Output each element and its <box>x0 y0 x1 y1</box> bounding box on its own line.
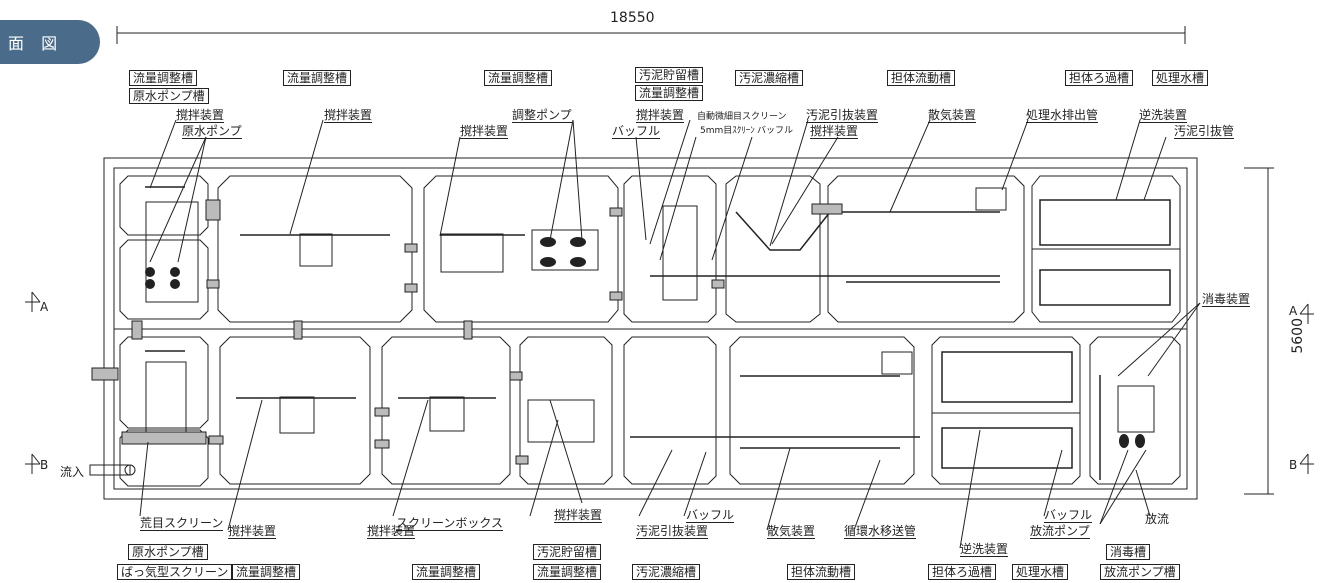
top-tank-label: 処理水槽 <box>1152 70 1209 86</box>
equipment-label: 汚泥引抜管 <box>1174 124 1235 139</box>
small-boxes <box>145 187 1155 443</box>
equipment-label: スクリーンボックス <box>396 516 504 531</box>
bottom-tank-label: 放流ポンプ槽 <box>1100 564 1180 580</box>
bottom-tank-label: 原水ポンプ槽 <box>128 544 208 560</box>
bottom-tank-label: 流量調整槽 <box>232 564 301 580</box>
outer-tank <box>103 157 1198 500</box>
equipment-label: 荒目スクリーン <box>140 516 224 531</box>
equipment-label: 処理水排出管 <box>1026 108 1099 123</box>
equipment-label: 撹拌装置 <box>460 124 509 139</box>
equipment-label: バッフル <box>612 124 661 139</box>
height-dimension: 5600 <box>1290 318 1306 354</box>
stirrer-bars <box>145 186 525 399</box>
equipment-label: 放流 <box>1145 512 1170 526</box>
equipment-label: 循環水移送管 <box>844 524 917 539</box>
equipment-label: 散気装置 <box>767 524 816 539</box>
equipment-label: 汚泥引抜装置 <box>806 108 879 123</box>
section-b-right: B <box>1289 458 1298 472</box>
bottom-tank-label: 担体ろ過槽 <box>928 564 997 580</box>
equipment-label: バッフル <box>1044 508 1093 523</box>
equipment-label: 原水ポンプ <box>182 124 242 139</box>
inflow-pipe <box>89 464 136 476</box>
bottom-tank-label: 流量調整槽 <box>533 564 602 580</box>
width-dimension-line <box>116 26 1186 44</box>
bottom-chambers <box>119 336 1181 487</box>
top-tank-label: 流量調整槽 <box>484 70 553 86</box>
top-chambers <box>119 175 1181 323</box>
equipment-label: 自動微細目スクリーン <box>697 112 787 122</box>
equipment-label: 逆洗装置 <box>1139 108 1188 123</box>
aeration-pipes <box>630 199 1171 480</box>
top-tank-label: 流量調整槽 <box>129 70 198 86</box>
equipment-label: 撹拌装置 <box>324 108 373 123</box>
equipment-label: 汚泥引抜装置 <box>636 524 709 539</box>
bottom-tank-label: 担体流動槽 <box>787 564 856 580</box>
top-tank-label: 担体ろ過槽 <box>1065 70 1134 86</box>
equipment-label: 調整ポンプ <box>512 108 572 123</box>
equipment-label: 散気装置 <box>928 108 977 123</box>
bottom-tank-label: 流量調整槽 <box>412 564 481 580</box>
equipment-label: バッフル <box>757 126 794 136</box>
equipment-label: 撹拌装置 <box>367 524 416 539</box>
height-dimension-line <box>1244 167 1274 495</box>
equipment-label: 撹拌装置 <box>176 108 225 123</box>
drawing-tab-title: 面 図 <box>8 34 64 53</box>
section-a-right: A <box>1289 304 1298 318</box>
equipment-label: 撹拌装置 <box>554 508 603 523</box>
bottom-tank-label: 消毒槽 <box>1106 544 1151 560</box>
bottom-tank-label: 汚泥濃縮槽 <box>632 564 701 580</box>
width-dimension: 18550 <box>610 10 655 26</box>
equipment-label: 5mm目ｽｸﾘｰﾝ <box>700 126 755 136</box>
pumps <box>145 237 1145 448</box>
equipment-label: 放流ポンプ <box>1030 524 1090 539</box>
leader-lines <box>139 119 1201 549</box>
top-tank-label: 流量調整槽 <box>283 70 352 86</box>
bottom-tank-label: ばっ気型スクリーン <box>117 564 233 580</box>
bottom-tank-label: 処理水槽 <box>1012 564 1069 580</box>
top-tank-label: 原水ポンプ槽 <box>129 88 209 104</box>
top-tank-label: 流量調整槽 <box>635 85 704 101</box>
top-tank-label: 担体流動槽 <box>887 70 956 86</box>
equipment-label: 撹拌装置 <box>810 124 859 139</box>
equipment-label: 消毒装置 <box>1202 292 1251 307</box>
equipment-label: 逆洗装置 <box>960 542 1009 557</box>
inflow-label: 流入 <box>60 465 85 479</box>
top-tank-label: 汚泥貯留槽 <box>635 67 704 83</box>
equipment-label: 撹拌装置 <box>636 108 685 123</box>
section-a-left: A <box>40 300 49 314</box>
section-b-left: B <box>40 458 49 472</box>
bottom-tank-label: 汚泥貯留槽 <box>533 544 602 560</box>
hatched-walls <box>91 199 843 465</box>
equipment-label: バッフル <box>686 508 735 523</box>
drawing-tab: 面 図 <box>0 20 100 64</box>
top-tank-label: 汚泥濃縮槽 <box>735 70 804 86</box>
equipment-label: 撹拌装置 <box>228 524 277 539</box>
section-markers <box>25 291 1314 474</box>
